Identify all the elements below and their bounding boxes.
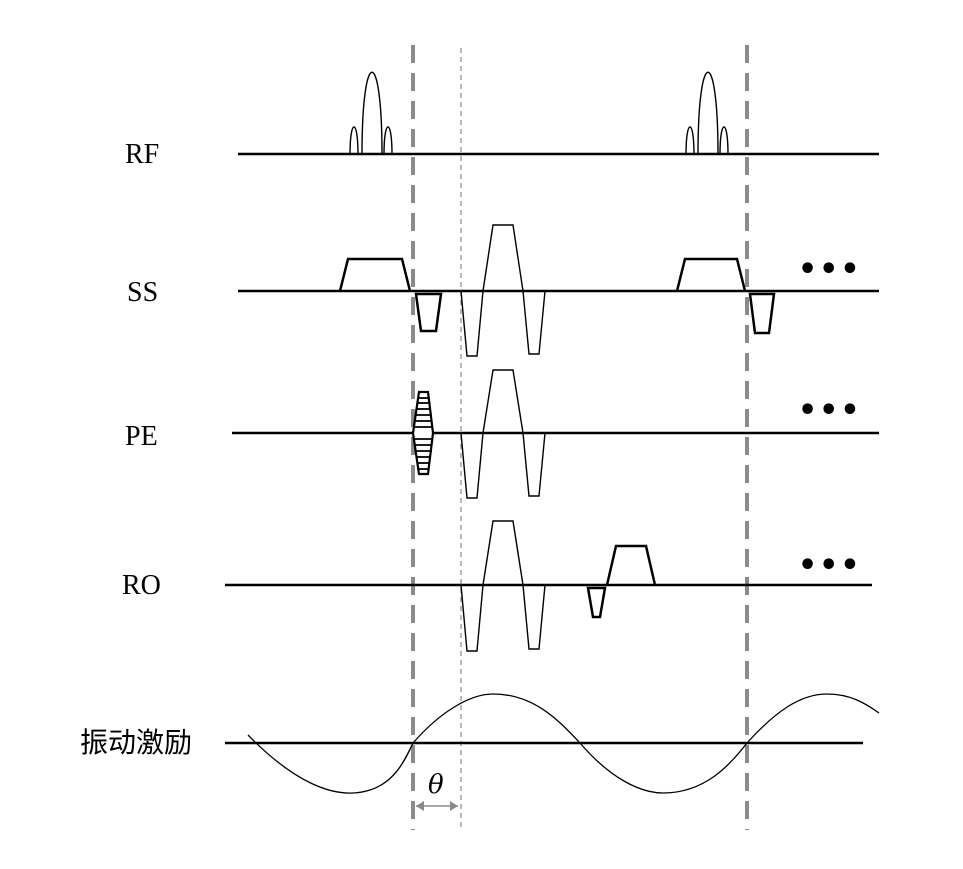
phase-offset-label: θ <box>428 770 444 800</box>
pe-phase-encode-table <box>411 390 435 476</box>
ss-slice-select-2 <box>675 257 747 292</box>
vibration-sine-wave <box>247 693 880 794</box>
ro-label: RO <box>122 570 161 601</box>
ss-slice-select-1 <box>338 257 412 292</box>
pe-motion-encoding <box>460 369 546 499</box>
rf-pulse-1 <box>349 71 393 155</box>
ss-rephase-1 <box>414 292 443 333</box>
ro-motion-encoding <box>460 520 546 652</box>
ro-prephase <box>586 586 607 619</box>
vibration-excitation-label: 振动激励 <box>80 726 193 759</box>
ss-motion-encoding <box>460 224 546 357</box>
ro-readout <box>605 544 657 586</box>
ss-rephase-2 <box>748 292 776 335</box>
pe-label: PE <box>125 421 158 452</box>
ss-label: SS <box>127 277 159 308</box>
phase-offset-arrow <box>416 801 458 811</box>
ro-continuation-dots: ••• <box>798 548 862 583</box>
pe-phase-encode-steps <box>414 397 433 470</box>
rf-label: RF <box>125 139 160 170</box>
rf-pulse-2 <box>685 71 729 155</box>
ss-continuation-dots: ••• <box>798 252 862 287</box>
pe-continuation-dots: ••• <box>798 393 862 428</box>
